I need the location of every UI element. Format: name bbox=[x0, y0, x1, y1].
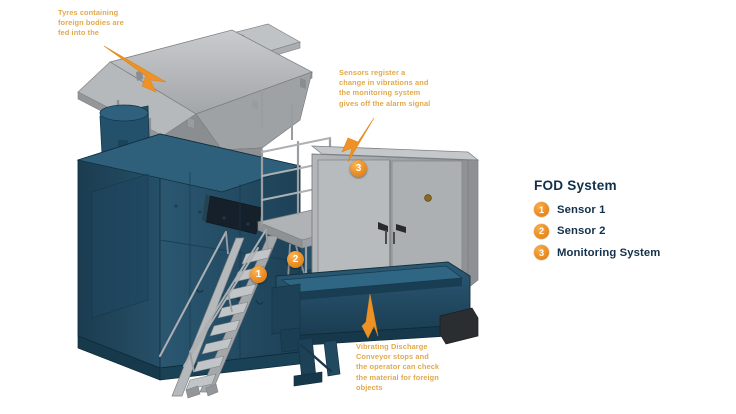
legend-title: FOD System bbox=[534, 178, 617, 193]
callout-vibrating-discharge-conveyor: Vibrating Discharge Conveyor stops and t… bbox=[356, 342, 440, 392]
legend-item-monitoring-system[interactable]: 3 Monitoring System bbox=[534, 245, 724, 260]
legend-label-2: Sensor 2 bbox=[557, 225, 606, 237]
diagram-marker-2[interactable]: 2 bbox=[287, 251, 304, 268]
diagram-marker-3[interactable]: 3 bbox=[350, 160, 367, 177]
diagram-marker-1[interactable]: 1 bbox=[250, 266, 267, 283]
legend-label-3: Monitoring System bbox=[557, 246, 661, 259]
callout-tyres-fed-into: Tyres containing foreign bodies are fed … bbox=[58, 8, 124, 38]
legend-panel: FOD System 1 Sensor 1 2 Sensor 2 3 Monit… bbox=[534, 178, 724, 267]
callout-sensors-register: Sensors register a change in vibrations … bbox=[339, 68, 431, 108]
legend-item-sensor-1[interactable]: 1 Sensor 1 bbox=[534, 202, 724, 217]
legend-badge-1: 1 bbox=[534, 202, 549, 217]
legend-badge-2: 2 bbox=[534, 223, 549, 239]
legend-item-sensor-2[interactable]: 2 Sensor 2 bbox=[534, 223, 724, 239]
legend-badge-3: 3 bbox=[534, 245, 549, 260]
legend-label-1: Sensor 1 bbox=[557, 203, 606, 216]
